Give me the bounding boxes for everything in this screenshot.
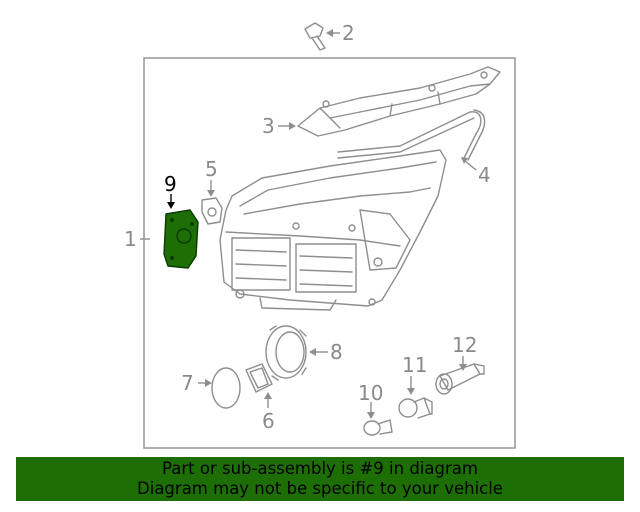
part-7-seal-disc (211, 367, 241, 409)
callout-3: 3 (262, 114, 275, 138)
callout-10: 10 (358, 381, 383, 405)
part-4-seal (337, 109, 486, 161)
part-6-cap (245, 363, 273, 393)
callout-5: 5 (205, 157, 218, 181)
headlamp-housing (219, 149, 447, 311)
part-11-bulb (398, 397, 433, 419)
part-10-bulb (363, 419, 393, 436)
callout-6: 6 (262, 409, 275, 433)
callout-2: 2 (342, 21, 355, 45)
info-banner: Part or sub-assembly is #9 in diagram Di… (16, 457, 624, 501)
callout-1: 1 (124, 227, 137, 251)
part-3-upper-bracket (297, 66, 501, 137)
callout-9: 9 (164, 172, 177, 196)
part-8-socket-ring (265, 325, 307, 381)
callout-8: 8 (330, 340, 343, 364)
parts-diagram: 2 3 4 (124, 21, 516, 449)
callout-7: 7 (181, 371, 194, 395)
assembly-frame (143, 57, 516, 449)
callout-11: 11 (402, 353, 427, 377)
part-12-led-bulb (435, 363, 485, 395)
part-2-screw (304, 22, 326, 51)
part-5-bracket (201, 197, 223, 225)
part-9-control-module (163, 209, 199, 269)
banner-line-2: Diagram may not be specific to your vehi… (137, 479, 503, 498)
callout-4: 4 (478, 163, 491, 187)
leader-4 (463, 159, 477, 171)
banner-line-1: Part or sub-assembly is #9 in diagram (162, 459, 478, 478)
callout-12: 12 (452, 333, 477, 357)
